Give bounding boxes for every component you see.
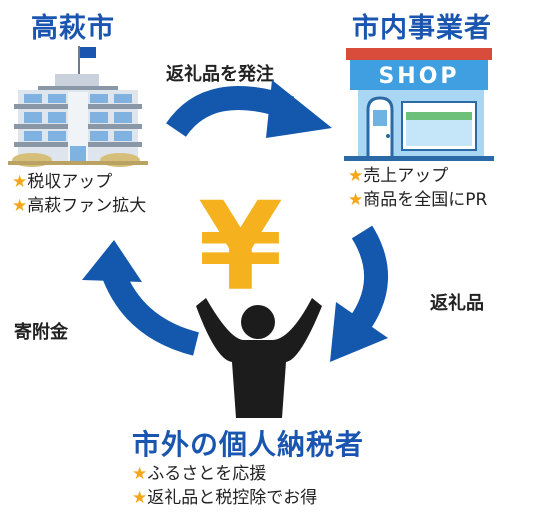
taxpayer-title: 市外の個人納税者	[132, 428, 365, 461]
city-title: 高萩市	[31, 13, 115, 44]
shop-sign: SHOP	[378, 64, 459, 89]
business-benefit-1: ★売上アップ	[348, 166, 449, 186]
star-icon: ★	[132, 488, 148, 508]
star-icon: ★	[348, 190, 364, 210]
city-benefits: ★税収アップ ★高萩ファン拡大	[12, 170, 146, 218]
business-title: 市内事業者	[352, 13, 492, 44]
taxpayer-benefit-2: ★返礼品と税控除でお得	[132, 488, 318, 508]
star-icon: ★	[132, 464, 148, 484]
shop-icon: SHOP	[344, 48, 494, 161]
order-flow-label: 返礼品を発注	[166, 64, 274, 85]
gift-flow-label: 返礼品	[430, 293, 484, 314]
yen-icon: ¥	[198, 176, 283, 318]
star-icon: ★	[348, 166, 364, 186]
city-benefit-2: ★高萩ファン拡大	[12, 196, 147, 216]
taxpayer-benefit-1: ★ふるさとを応援	[132, 464, 267, 484]
taxpayer-benefits: ★ふるさとを応援 ★返礼品と税控除でお得	[132, 462, 317, 510]
city-benefit-1: ★税収アップ	[12, 172, 113, 192]
business-benefits: ★売上アップ ★商品を全国にPR	[348, 164, 487, 212]
star-icon: ★	[12, 172, 28, 192]
city-hall-icon	[8, 46, 148, 167]
donation-flow-label: 寄附金	[14, 322, 68, 343]
business-benefit-2: ★商品を全国にPR	[348, 190, 488, 210]
star-icon: ★	[12, 196, 28, 216]
